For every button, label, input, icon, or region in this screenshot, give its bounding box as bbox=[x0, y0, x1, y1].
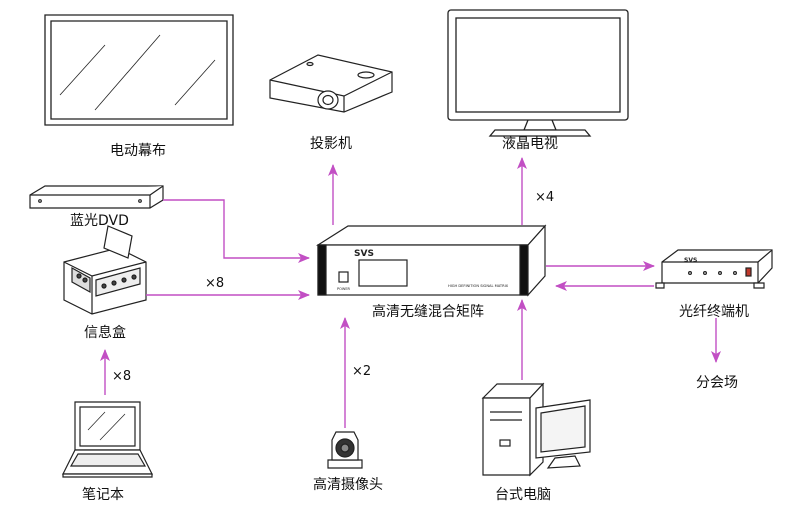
signal-arrows bbox=[100, 157, 721, 428]
label-lcd-tv: 液晶电视 bbox=[502, 136, 558, 152]
label-screen: 电动幕布 bbox=[110, 143, 166, 159]
label-desktop: 台式电脑 bbox=[495, 487, 551, 503]
arrow-bluray-to-matrix bbox=[163, 199, 310, 263]
projection-screen-icon bbox=[44, 14, 234, 126]
matrix-switcher-icon bbox=[315, 224, 547, 297]
matrix-power-label: POWER bbox=[337, 287, 351, 291]
multiplier-laptop: ×8 bbox=[112, 369, 132, 384]
desktop-computer-icon bbox=[481, 382, 591, 477]
label-bluray: 蓝光DVD bbox=[70, 213, 129, 229]
multiplier-lcd: ×4 bbox=[535, 190, 555, 205]
multiplier-infobox-matrix: ×8 bbox=[205, 276, 225, 291]
fiber-terminal-icon bbox=[655, 249, 773, 289]
multiplier-camera: ×2 bbox=[352, 364, 372, 379]
bluray-player-icon bbox=[29, 185, 164, 209]
camera-icon bbox=[327, 431, 363, 469]
matrix-brand: SVS bbox=[354, 249, 374, 259]
projector-icon bbox=[269, 54, 393, 113]
info-box-icon bbox=[63, 225, 147, 315]
label-camera: 高清摄像头 bbox=[313, 477, 383, 493]
label-projector: 投影机 bbox=[310, 136, 352, 152]
label-branch: 分会场 bbox=[696, 375, 738, 391]
fiber-brand: SVS bbox=[684, 257, 697, 264]
label-laptop: 笔记本 bbox=[82, 487, 124, 503]
lcd-tv-icon bbox=[447, 9, 629, 137]
label-info-box: 信息盒 bbox=[84, 325, 126, 341]
laptop-icon bbox=[62, 401, 153, 478]
label-fiber: 光纤终端机 bbox=[679, 304, 749, 320]
matrix-model-text: HIGH DEFINITION SIGNAL MATRIX bbox=[448, 284, 509, 288]
label-matrix: 高清无缝混合矩阵 bbox=[372, 304, 484, 320]
